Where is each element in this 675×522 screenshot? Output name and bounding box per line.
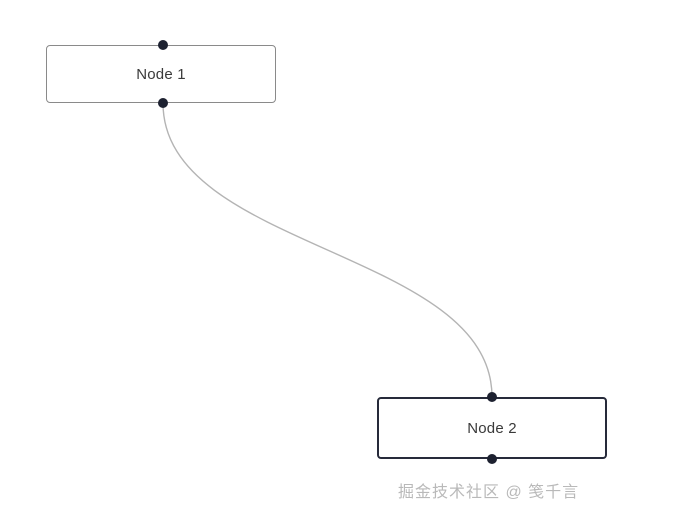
node-1-port-bottom[interactable] xyxy=(158,98,168,108)
graph-node-2[interactable]: Node 2 xyxy=(377,397,607,459)
node-2-port-top[interactable] xyxy=(487,392,497,402)
graph-edge[interactable] xyxy=(162,102,493,398)
watermark-text: 掘金技术社区 @ 笺千言 xyxy=(398,484,580,501)
node-2-label: Node 2 xyxy=(467,419,517,437)
node-1-label: Node 1 xyxy=(136,65,186,83)
node-2-port-bottom[interactable] xyxy=(487,454,497,464)
node-1-port-top[interactable] xyxy=(158,40,168,50)
graph-node-1[interactable]: Node 1 xyxy=(46,45,276,103)
